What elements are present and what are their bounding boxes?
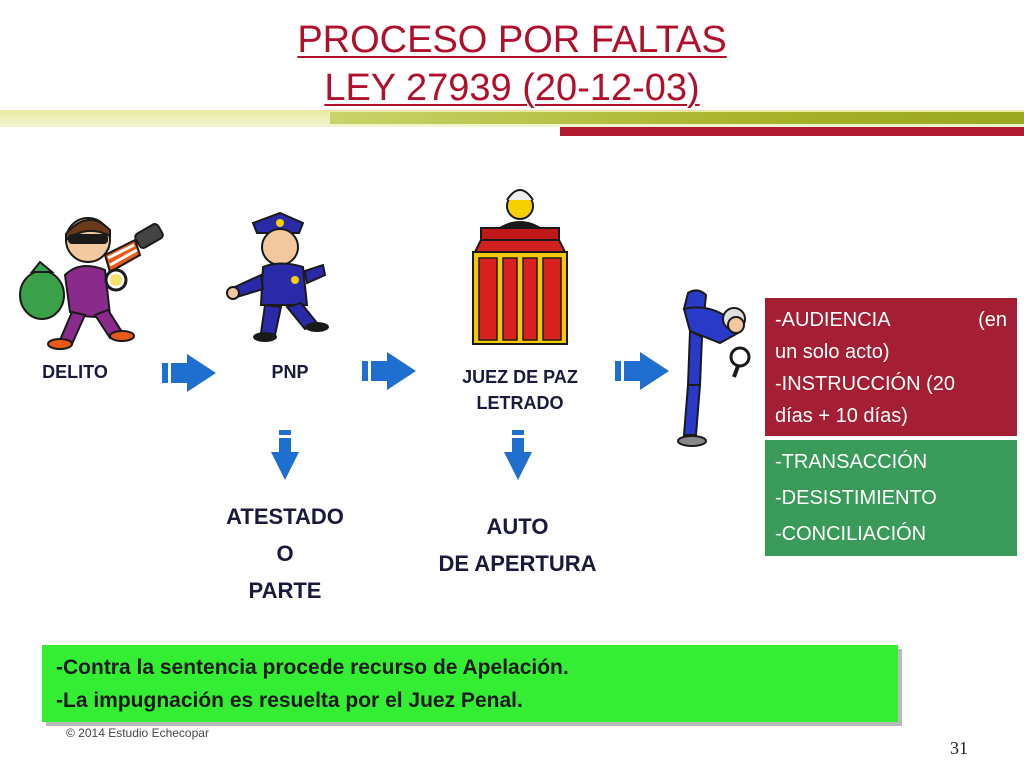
juez-output: AUTO DE APERTURA (410, 508, 625, 582)
arrow-down-icon (504, 430, 532, 480)
audiencia-box: -AUDIENCIA (en un solo acto) -INSTRUCCIÓ… (765, 298, 1017, 436)
step-juez-line2: LETRADO (476, 393, 564, 413)
page-title-line1: PROCESO POR FALTAS (297, 19, 727, 61)
page-number: 31 (950, 738, 968, 758)
audiencia-en-text: (en (978, 309, 1007, 331)
desistimiento-item: -DESISTIMIENTO (775, 487, 937, 509)
police-icon (226, 211, 329, 342)
arrow-down-icon (271, 430, 299, 480)
pnp-output-line1: ATESTADO (226, 504, 344, 529)
appeal-note: -Contra la sentencia procede recurso de … (42, 645, 898, 722)
audiencia-text: -AUDIENCIA (775, 309, 891, 331)
step-delito-label: DELITO (42, 362, 108, 382)
alternatives-box: -TRANSACCIÓN -DESISTIMIENTO -CONCILIACIÓ… (765, 440, 1017, 556)
thief-icon (19, 217, 164, 350)
step-juez-line1: JUEZ DE PAZ (462, 367, 578, 387)
pnp-output-line2: O (276, 541, 294, 566)
header-red-line (560, 127, 1024, 136)
note-line2: -La impugnación es resuelta por el Juez … (56, 689, 523, 712)
step-juez-label: JUEZ DE PAZ LETRADO (430, 364, 610, 416)
header-accent-line (330, 112, 1024, 124)
conciliacion-item: -CONCILIACIÓN (775, 523, 927, 545)
arrow-right-icon (362, 352, 416, 390)
audiencia-cont: un solo acto) (775, 341, 890, 363)
judge-podium-icon (472, 189, 568, 345)
arrow-right-icon (615, 352, 669, 390)
audiencia-row: -AUDIENCIA (en (775, 304, 1007, 336)
page-title-line2: LEY 27939 (20-12-03) (324, 67, 700, 109)
instruccion-text: -INSTRUCCIÓN (20 (775, 373, 956, 395)
detective-icon (677, 289, 751, 447)
transaccion-item: -TRANSACCIÓN (775, 451, 928, 473)
instruccion-cont: días + 10 días) (775, 405, 908, 427)
pnp-output: ATESTADO O PARTE (200, 498, 370, 609)
step-pnp-label: PNP (271, 362, 309, 382)
pnp-output-line3: PARTE (248, 578, 322, 603)
note-line1: -Contra la sentencia procede recurso de … (56, 656, 569, 679)
juez-output-line2: DE APERTURA (438, 551, 597, 576)
copyright-footer: © 2014 Estudio Echecopar (66, 726, 209, 740)
arrow-right-icon (162, 354, 216, 392)
juez-output-line1: AUTO (486, 514, 549, 539)
